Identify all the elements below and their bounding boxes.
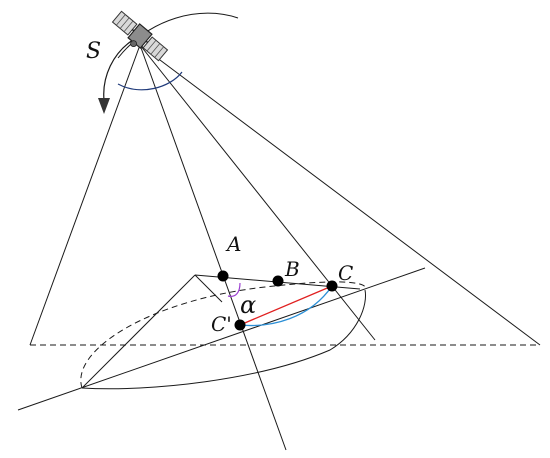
scan-angle-arc: [117, 71, 183, 91]
ray-outer-left: [29, 44, 141, 346]
curved-arrow-icon: [98, 98, 110, 114]
ray-outer-right: [139, 44, 541, 346]
label-S: S: [86, 39, 101, 64]
label-C: C: [338, 261, 353, 285]
triangle-left-edge: [81, 274, 196, 389]
rotation-arrow-path: [103, 37, 137, 101]
ground-ellipse-solid: [81, 289, 367, 390]
alpha-angle-arc: [227, 282, 241, 297]
ray-through-C: [139, 44, 376, 341]
ground-diagonal-line: [17, 267, 426, 411]
point-A: [217, 270, 229, 282]
label-C-prime: C': [211, 312, 232, 336]
label-alpha: α: [240, 291, 256, 319]
point-C: [326, 280, 338, 292]
orbit-arc: [117, 12, 239, 59]
red-chord-line: [239, 285, 333, 326]
point-B: [272, 275, 284, 287]
ground-ellipse-dashed: [80, 281, 367, 389]
label-B: B: [284, 257, 300, 281]
point-C-prime: [234, 319, 246, 331]
blue-arc: [239, 285, 333, 327]
label-A: A: [225, 232, 241, 256]
ray-through-A: [139, 44, 287, 451]
triangle-inner-edge: [194, 274, 223, 303]
satellite-icon: [111, 10, 169, 62]
